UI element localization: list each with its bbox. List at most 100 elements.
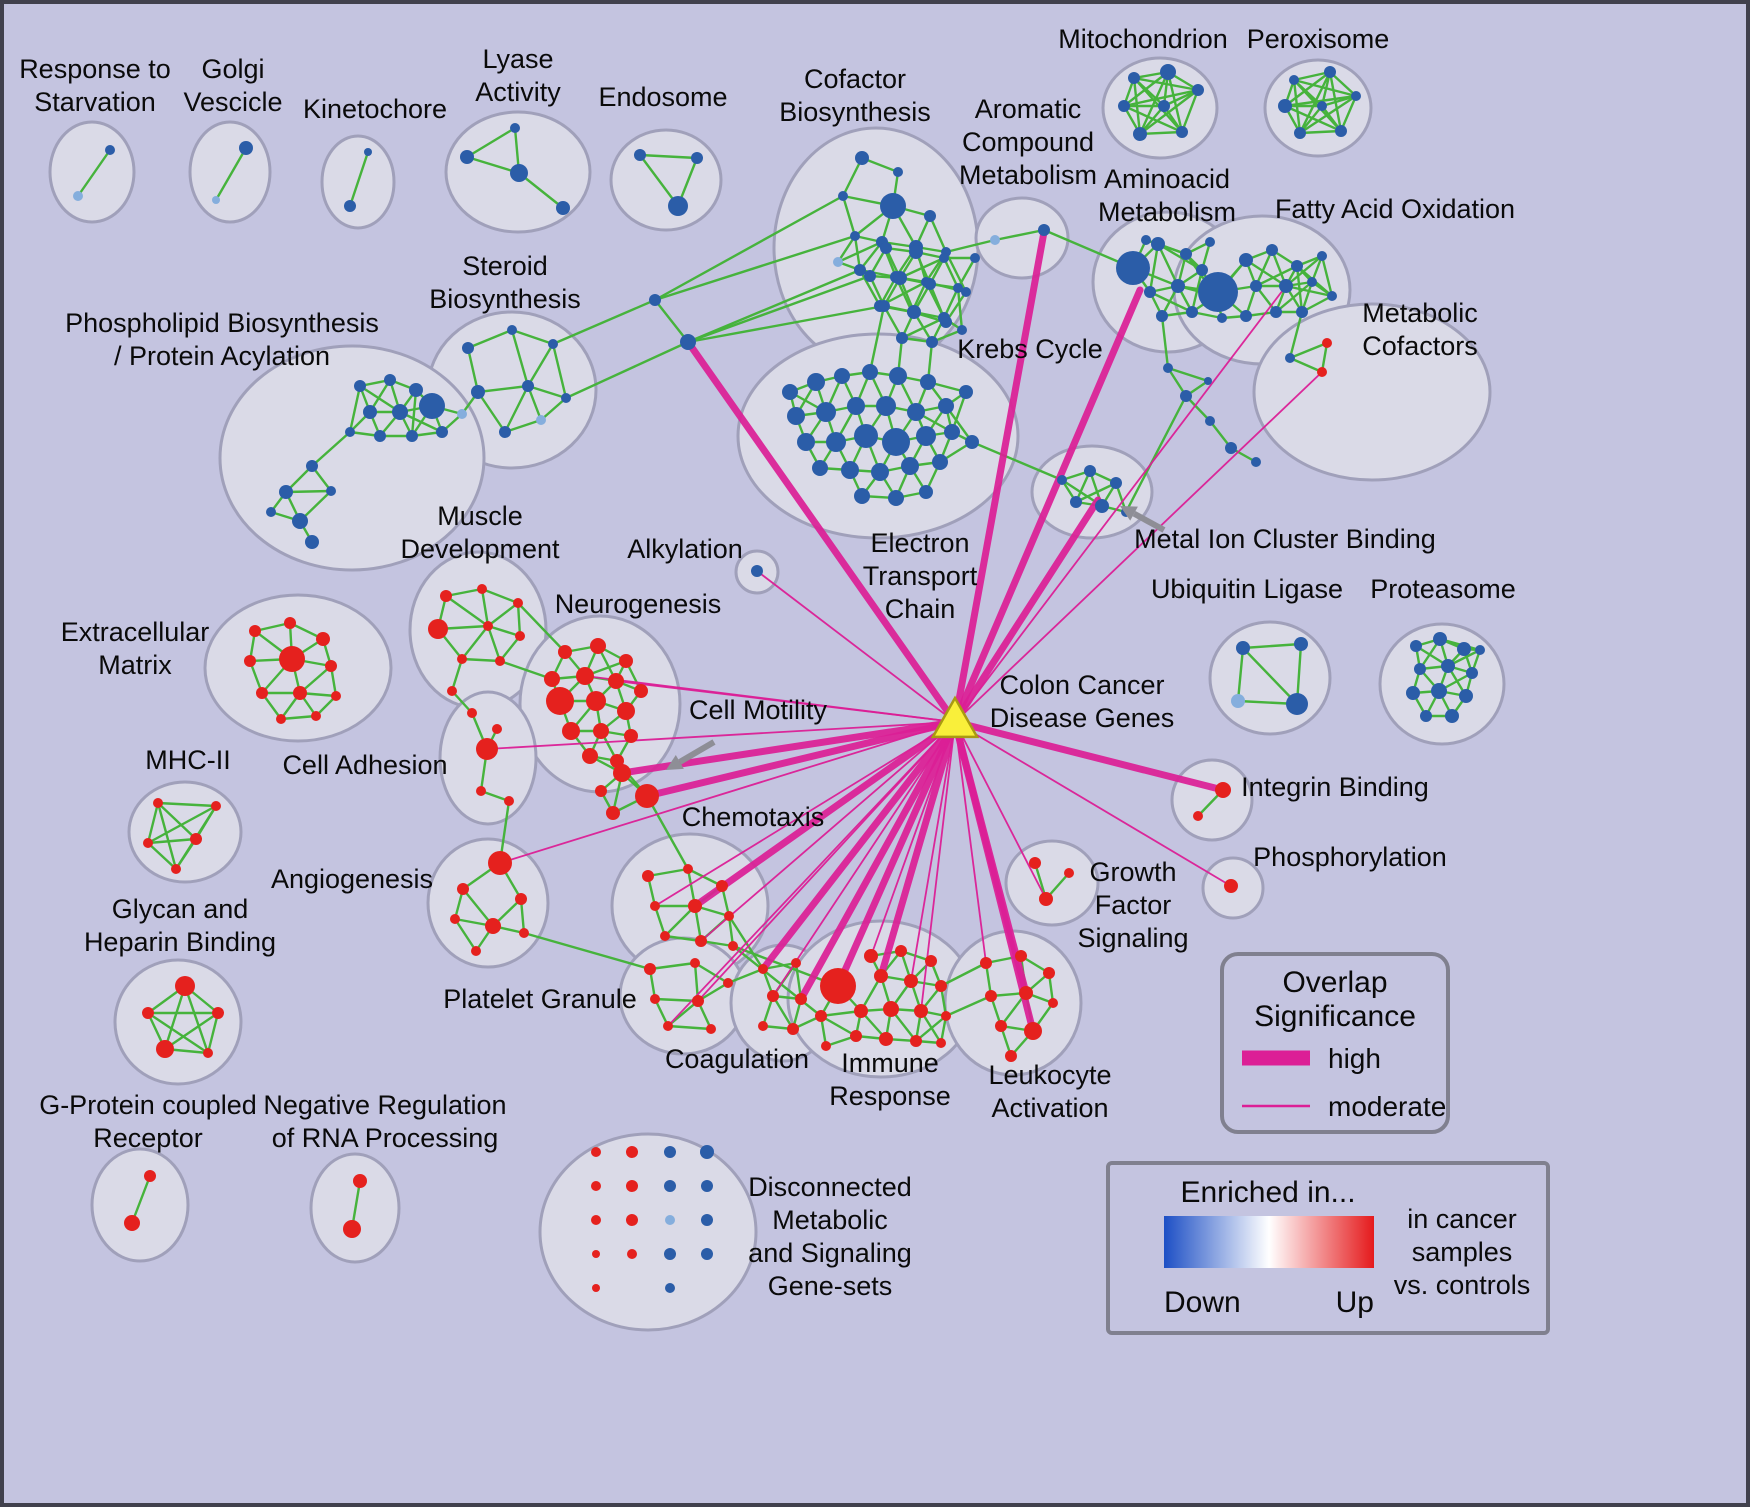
cluster-label-metal-ion-cluster-binding: Metal Ion Cluster Binding bbox=[1134, 524, 1436, 554]
gene-set-node-lyase-activity bbox=[510, 164, 528, 182]
gene-set-node-disconnected-gene-sets bbox=[591, 1147, 601, 1157]
significance-edge-high bbox=[684, 338, 959, 726]
gene-set-node-disconnected-gene-sets bbox=[626, 1180, 638, 1192]
gene-set-node-platelet-granule bbox=[692, 995, 704, 1007]
significance-edge-high bbox=[951, 286, 1144, 726]
gene-overlap-edge bbox=[836, 234, 857, 264]
cluster-ellipse-angiogenesis bbox=[426, 837, 550, 969]
gene-set-node-electron-transport-chain bbox=[932, 454, 948, 470]
cluster-ellipse-golgi-vescicle bbox=[188, 120, 272, 224]
gene-overlap-edge bbox=[956, 256, 977, 290]
cluster-ellipse-endosome bbox=[609, 128, 723, 232]
gene-overlap-edge bbox=[1274, 280, 1314, 314]
cluster-ellipse-ubiquitin-ligase bbox=[1208, 620, 1332, 736]
gene-set-node-endosome bbox=[634, 149, 646, 161]
gene-overlap-edge bbox=[444, 587, 484, 598]
cluster-label-krebs-cycle: Krebs Cycle bbox=[957, 334, 1103, 364]
significance-edge-moderate bbox=[910, 721, 956, 982]
gene-set-node-fatty-acid-oxidation bbox=[1270, 306, 1282, 318]
gene-set-node-leukocyte-activation bbox=[1005, 1050, 1017, 1062]
legend-overlap-significance: Overlap Significance high moderate bbox=[1220, 952, 1450, 1134]
gene-overlap-edge bbox=[653, 904, 667, 938]
gene-set-node-cell-motility bbox=[613, 764, 631, 782]
gene-overlap-edge bbox=[771, 994, 795, 1031]
gene-set-node-cell-motility bbox=[595, 785, 607, 797]
gene-set-node-fatty-acid-oxidation bbox=[1296, 306, 1308, 318]
pointer-arrow-line bbox=[678, 739, 716, 765]
gene-set-node-metabolic-stragglers bbox=[1163, 363, 1173, 373]
gene-overlap-edge bbox=[516, 601, 522, 638]
gene-set-node-chemotaxis bbox=[642, 870, 654, 882]
gene-set-node-muscle-development bbox=[495, 656, 505, 666]
cluster-ellipse-disconnected-gene-sets bbox=[538, 1132, 758, 1332]
gene-set-node-lyase-activity bbox=[460, 150, 474, 164]
gene-overlap-edge bbox=[510, 328, 555, 346]
cluster-label-mhc-ii: MHC-II bbox=[145, 745, 230, 775]
gene-overlap-edge bbox=[914, 1014, 948, 1043]
gene-set-node-immune-response bbox=[936, 1038, 946, 1048]
gene-set-node-electron-transport-chain bbox=[812, 460, 828, 476]
gene-overlap-edge bbox=[993, 228, 1046, 242]
gene-set-node-fatty-acid-oxidation bbox=[1279, 279, 1293, 293]
gene-set-node-electron-transport-chain bbox=[944, 424, 960, 440]
gene-overlap-edge bbox=[214, 146, 248, 202]
gene-overlap-edge bbox=[1244, 258, 1288, 288]
gene-overlap-edge bbox=[1320, 94, 1358, 108]
gene-set-node-fatty-acid-oxidation bbox=[1291, 260, 1303, 272]
inter-cluster-edge bbox=[731, 944, 840, 988]
gene-set-node-metabolic-cofactors bbox=[1285, 353, 1295, 363]
gene-set-node-metabolic-stragglers bbox=[1205, 416, 1215, 426]
gene-set-node-mitochondrion bbox=[1118, 100, 1130, 112]
gene-set-node-proteasome bbox=[1414, 663, 1426, 675]
gene-set-node-immune-response bbox=[821, 1041, 831, 1051]
gene-set-node-platelet-granule bbox=[663, 1021, 673, 1031]
gene-set-node-immune-response bbox=[864, 949, 878, 963]
gene-overlap-edge bbox=[819, 1014, 858, 1038]
cluster-ellipse-growth-factor-signaling bbox=[1004, 839, 1100, 927]
gene-overlap-edge bbox=[156, 801, 178, 871]
gene-set-node-neurogenesis bbox=[546, 687, 574, 715]
cluster-ellipse-glycan-heparin-binding bbox=[113, 958, 243, 1086]
gene-set-node-electron-transport-chain bbox=[834, 368, 850, 384]
gene-set-node-fatty-acid-oxidation bbox=[1250, 280, 1262, 292]
gene-set-node-fatty-acid-oxidation bbox=[1327, 291, 1337, 301]
gene-set-node-peroxisome bbox=[1289, 75, 1299, 85]
gene-set-node-disconnected-gene-sets bbox=[701, 1214, 713, 1226]
gene-set-node-response-to-starvation bbox=[73, 191, 83, 201]
gene-overlap-edge bbox=[183, 984, 210, 1055]
inter-cluster-edge bbox=[1288, 310, 1304, 360]
gene-set-node-krebs-cycle bbox=[878, 300, 890, 312]
gene-set-node-electron-transport-chain bbox=[889, 367, 907, 385]
gene-set-node-aminoacid-metabolism bbox=[1196, 264, 1208, 276]
cluster-label-phosphorylation: Phosphorylation bbox=[1253, 842, 1447, 872]
gene-set-node-krebs-cycle bbox=[924, 278, 936, 290]
gene-set-node-neurogenesis bbox=[608, 673, 624, 689]
gene-overlap-edge bbox=[942, 256, 960, 290]
gene-overlap-edge bbox=[1298, 129, 1343, 135]
gene-set-node-proteasome bbox=[1410, 640, 1422, 652]
gene-set-node-krebs-cycle bbox=[953, 283, 963, 293]
gene-overlap-edge bbox=[663, 934, 703, 943]
inter-cluster-edge bbox=[939, 961, 988, 988]
gene-set-node-angiogenesis bbox=[515, 893, 527, 905]
gene-set-node-neurogenesis bbox=[624, 729, 638, 743]
gene-set-node-phospholipid-biosynthesis bbox=[306, 460, 318, 472]
gene-set-node-muscle-development bbox=[477, 584, 487, 594]
gene-overlap-edge bbox=[693, 961, 730, 985]
gene-set-node-electron-transport-chain bbox=[826, 432, 846, 452]
gene-set-node-angiogenesis bbox=[485, 918, 501, 934]
gene-set-node-disconnected-gene-sets bbox=[700, 1145, 714, 1159]
gene-set-node-aminoacid-metabolism bbox=[1141, 235, 1151, 245]
gene-set-node-ubiquitin-ligase bbox=[1236, 641, 1250, 655]
enrichment-gradient-bar bbox=[1164, 1216, 1374, 1268]
gene-set-node-neurogenesis bbox=[582, 748, 598, 764]
gene-overlap-edge bbox=[76, 148, 112, 198]
gene-set-node-cell-adhesion bbox=[467, 708, 477, 718]
gene-set-node-electron-transport-chain bbox=[916, 426, 936, 446]
legend-down-label: Down bbox=[1164, 1286, 1241, 1319]
gene-overlap-edge bbox=[1162, 88, 1200, 108]
